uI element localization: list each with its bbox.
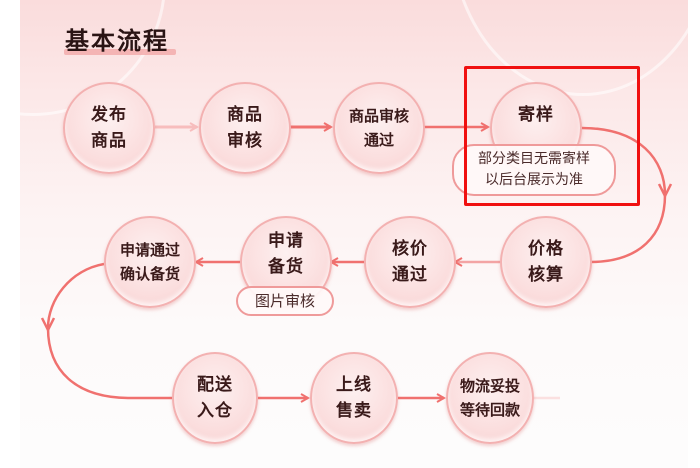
node-label: 物流妥投 等待回款	[459, 377, 520, 419]
node-label: 申请 备货	[268, 231, 304, 277]
node-on-sale: 上线 售卖	[310, 352, 398, 444]
node-label: 发布 商品	[91, 105, 127, 151]
node-label: 上线 售卖	[336, 375, 372, 421]
highlight-box	[464, 66, 640, 206]
node-label: 商品审核 通过	[348, 107, 409, 149]
note-label: 图片审核	[254, 291, 315, 310]
note-send-sample: 部分类目无需寄样 以后台展示为准	[452, 144, 616, 196]
arrowhead-right-curve	[657, 183, 673, 199]
node-price-check: 价格 核算	[500, 216, 592, 308]
node-confirm-stock: 申请通过 确认备货	[104, 216, 196, 308]
node-label: 商品 审核	[227, 105, 263, 151]
node-product-review: 商品 审核	[199, 82, 291, 174]
node-label: 配送 入仓	[197, 375, 233, 421]
node-label: 寄样	[518, 105, 554, 125]
note-label: 部分类目无需寄样 以后台展示为准	[478, 151, 590, 188]
arrow-confirm-to-deliver	[46, 262, 172, 400]
node-publish-product: 发布 商品	[63, 82, 155, 174]
page-title: 基本流程	[65, 27, 169, 55]
node-deliver-warehouse: 配送 入仓	[172, 352, 258, 444]
node-review-passed: 商品审核 通过	[333, 82, 425, 174]
note-image-review: 图片审核	[236, 286, 334, 316]
node-awaiting-payment: 物流妥投 等待回款	[446, 352, 534, 444]
node-label: 价格 核算	[528, 239, 564, 285]
node-price-passed: 核价 通过	[364, 216, 456, 308]
title-underline	[64, 49, 176, 55]
node-label: 核价 通过	[392, 239, 428, 285]
arrowhead-left-curve	[40, 317, 56, 333]
node-label: 申请通过 确认备货	[119, 241, 180, 283]
